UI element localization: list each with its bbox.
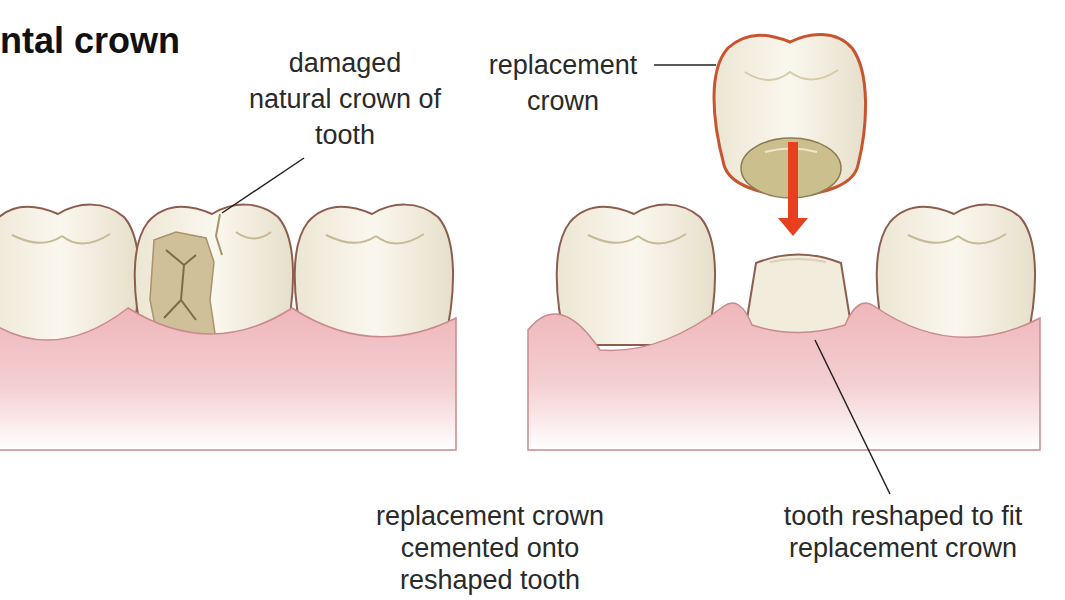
part-label: replacement crown <box>470 47 656 119</box>
part-label: damaged natural crown of tooth <box>246 45 444 153</box>
part-label: replacement crown cemented onto reshaped… <box>352 500 628 596</box>
leader-line <box>815 340 890 494</box>
part-label: tooth reshaped to fit replacement crown <box>752 500 1054 564</box>
diagram-title: ntal crown <box>0 20 180 62</box>
leader-line <box>654 64 716 66</box>
leader-line <box>222 158 304 213</box>
gum-right <box>528 303 1040 450</box>
placement-arrow <box>778 142 808 236</box>
gum-left <box>0 308 456 450</box>
molar-left <box>557 205 715 345</box>
